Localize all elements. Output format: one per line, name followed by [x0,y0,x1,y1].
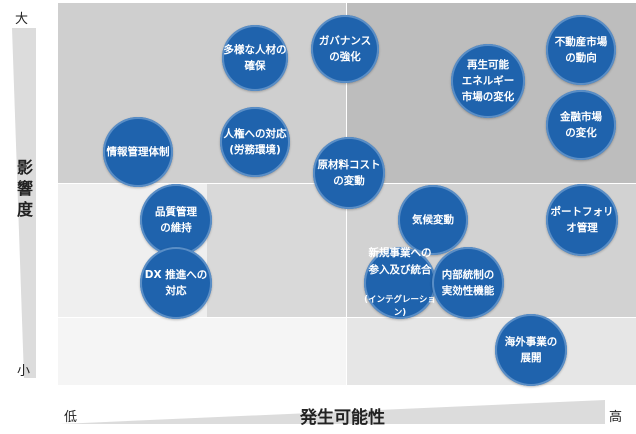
cell-top-left [58,3,346,183]
risk-real-estate: 不動産市場 の動向 [546,15,616,85]
risk-quality: 品質管理 の維持 [140,184,212,256]
risk-label: 金融市場 の変化 [560,110,602,139]
risk-label: DX 推進への 対応 [144,268,208,297]
risk-label: 海外事業の 展開 [504,335,558,364]
risk-governance: ガバナンス の強化 [311,15,379,83]
y-axis-low-label: 小 [17,364,31,379]
cell-bottom-right [346,317,636,385]
risk-internal-control: 内部統制の 実効性機能 [432,247,504,319]
risk-human-rights: 人権への対応 (労務環境) [220,107,290,177]
risk-label: 気候変動 [412,213,454,226]
risk-financial-market: 金融市場 の変化 [546,90,616,160]
y-axis-title: 影 響 度 [17,158,34,219]
risk-label: 多様な人材の 確保 [223,43,287,72]
cell-bottom-left [58,317,346,385]
y-axis-wedge [12,28,36,378]
risk-label: 情報管理体制 [106,145,170,158]
risk-new-business: 新規事業への 参入及び統合 (インテグレーション) [364,247,436,319]
risk-label: 新規事業への 参入及び統合 [368,247,432,276]
risk-overseas: 海外事業の 展開 [495,314,567,386]
x-axis-title: 発生可能性 [300,408,385,428]
x-axis-high-label: 高 [609,410,623,425]
risk-dx: DX 推進への 対応 [140,247,212,319]
risk-info-management: 情報管理体制 [103,117,173,187]
x-axis-low-label: 低 [64,410,78,425]
grid-line-h2 [58,317,636,318]
cell-mid-center [207,183,346,317]
risk-sublabel: (インテグレーション) [364,295,436,319]
risk-label: 品質管理 の維持 [155,205,197,234]
risk-label: 人権への対応 (労務環境) [223,127,287,156]
x-axis-wedge [60,400,605,424]
risk-label: ポートフォリ オ管理 [550,205,614,234]
risk-diverse-talent: 多様な人材の 確保 [222,25,288,91]
risk-label: 再生可能 エネルギー 市場の変化 [461,58,515,104]
risk-portfolio: ポートフォリ オ管理 [546,184,618,256]
risk-climate: 気候変動 [398,185,468,255]
risk-raw-material: 原材料コスト の変動 [313,137,385,209]
y-axis-high-label: 大 [15,12,29,27]
risk-label: 原材料コスト の変動 [317,158,381,187]
risk-label: 内部統制の 実効性機能 [441,268,495,297]
risk-label: ガバナンス の強化 [318,34,372,63]
risk-label: 不動産市場 の動向 [554,35,608,64]
risk-renewable-energy: 再生可能 エネルギー 市場の変化 [451,44,525,118]
